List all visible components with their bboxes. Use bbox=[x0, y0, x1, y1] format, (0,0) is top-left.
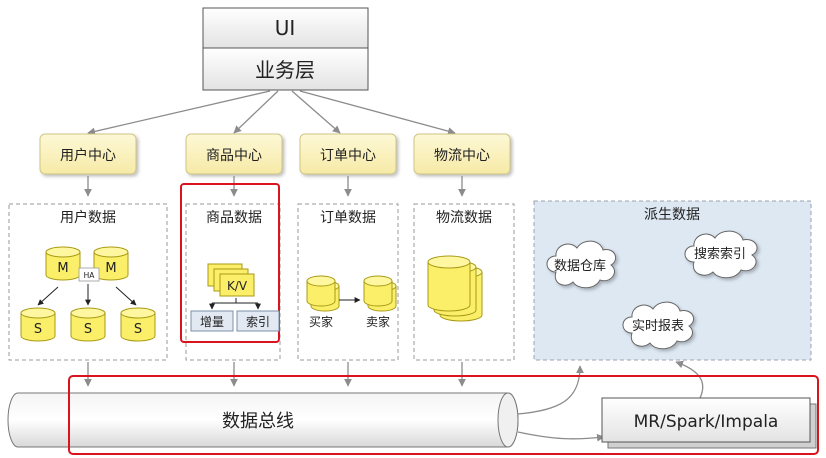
compute-engine-box: MR/Spark/Impala bbox=[601, 397, 817, 449]
svg-text:HA: HA bbox=[84, 271, 96, 280]
seller-db: 卖家 bbox=[363, 275, 397, 329]
user-data-title: 用户数据 bbox=[60, 209, 116, 226]
svg-text:用户中心: 用户中心 bbox=[60, 147, 116, 164]
derived-data-title: 派生数据 bbox=[644, 207, 700, 223]
product-data-group: 商品数据 K/V 增量 索引 bbox=[180, 183, 281, 361]
svg-text:S: S bbox=[84, 322, 92, 337]
slave-db-cylinder: S bbox=[20, 307, 56, 342]
svg-text:搜索索引: 搜索索引 bbox=[694, 247, 746, 262]
logistics-data-group: 物流数据 bbox=[413, 203, 515, 361]
realtime-report-cloud: 实时报表 bbox=[622, 301, 695, 350]
data-bus-pipe: 数据总线 bbox=[7, 392, 519, 448]
ui-label: UI bbox=[275, 16, 296, 40]
service-order-center: 订单中心 bbox=[299, 133, 397, 175]
buyer-label: 买家 bbox=[309, 314, 333, 329]
replication-arrows bbox=[37, 284, 137, 306]
service-to-data-connectors bbox=[84, 176, 466, 197]
svg-text:S: S bbox=[34, 322, 42, 337]
data-to-bus-connectors bbox=[84, 362, 466, 387]
svg-text:物流中心: 物流中心 bbox=[434, 148, 490, 164]
svg-text:索引: 索引 bbox=[246, 315, 270, 329]
service-user-center: 用户中心 bbox=[39, 133, 137, 175]
svg-text:增量: 增量 bbox=[200, 315, 224, 329]
master-db-cylinder: M bbox=[93, 246, 129, 281]
derived-data-group: 派生数据 数据仓库 搜索索引 实时报表 bbox=[533, 200, 812, 361]
business-layer-label: 业务层 bbox=[255, 58, 315, 82]
master-db-cylinder: M bbox=[45, 246, 81, 281]
buyer-db: 买家 bbox=[306, 275, 340, 329]
slave-db-cylinder: S bbox=[70, 307, 106, 342]
svg-text:实时报表: 实时报表 bbox=[632, 319, 684, 334]
data-warehouse-cloud: 数据仓库 bbox=[546, 240, 617, 289]
search-index-cloud: 搜索索引 bbox=[684, 230, 758, 279]
bus-compute-highlight bbox=[68, 375, 819, 455]
svg-text:订单中心: 订单中心 bbox=[320, 148, 376, 164]
ui-layer-box: UI 业务层 bbox=[202, 7, 369, 91]
business-to-service-connectors bbox=[87, 90, 456, 136]
svg-text:S: S bbox=[134, 322, 142, 337]
incremental-box: 增量 bbox=[190, 310, 234, 332]
ha-badge: HA bbox=[78, 267, 100, 282]
logistics-data-title: 物流数据 bbox=[436, 210, 492, 226]
svg-text:数据仓库: 数据仓库 bbox=[554, 258, 606, 274]
order-data-group: 订单数据 买家 卖家 bbox=[297, 203, 399, 361]
svg-text:M: M bbox=[57, 261, 68, 276]
logistics-db-stack bbox=[427, 255, 483, 322]
data-bus-label: 数据总线 bbox=[222, 411, 294, 432]
compute-engine-label: MR/Spark/Impala bbox=[634, 412, 779, 432]
svg-text:K/V: K/V bbox=[227, 279, 248, 293]
product-data-highlight bbox=[180, 183, 280, 343]
service-product-center: 商品中心 bbox=[185, 133, 283, 175]
svg-text:M: M bbox=[105, 261, 116, 276]
order-data-title: 订单数据 bbox=[320, 210, 376, 226]
svg-text:商品中心: 商品中心 bbox=[206, 148, 262, 164]
index-box: 索引 bbox=[236, 310, 280, 332]
service-logistics-center: 物流中心 bbox=[413, 133, 511, 175]
slave-db-cylinder: S bbox=[120, 307, 156, 342]
user-data-group: 用户数据 M M HA S S bbox=[8, 203, 168, 361]
seller-label: 卖家 bbox=[366, 314, 390, 329]
kv-branch-lines bbox=[209, 298, 261, 310]
product-data-title: 商品数据 bbox=[206, 210, 262, 226]
kv-store-stack: K/V bbox=[207, 263, 255, 297]
